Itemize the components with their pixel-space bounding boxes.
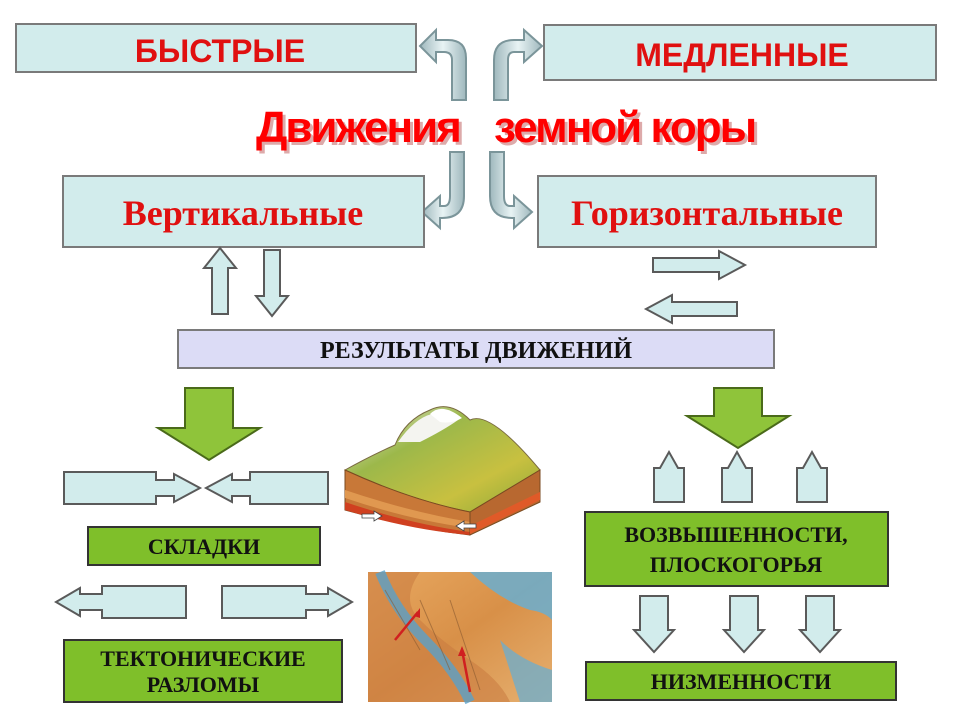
vertical-movement-arrows (201, 246, 291, 318)
folds-label: СКЛАДКИ (148, 534, 260, 559)
lowlands-label: НИЗМЕННОСТИ (651, 669, 832, 694)
arrow-to-slow (493, 27, 544, 101)
horizontal-movement-arrows (643, 249, 748, 325)
faults-label-line1: ТЕКТОНИЧЕСКИЕ (100, 646, 305, 671)
converge-left-arrow (203, 471, 329, 505)
uplands-up-arrows (653, 449, 828, 503)
faults-box: ТЕКТОНИЧЕСКИЕ РАЗЛОМЫ (63, 639, 343, 703)
up-arrow-3 (796, 449, 828, 503)
left-arrow (643, 293, 738, 325)
faults-diverging-arrows (54, 585, 354, 619)
right-arrow (652, 249, 748, 281)
slow-movements-box: МЕДЛЕННЫЕ (543, 24, 937, 81)
green-arrow-left (154, 387, 264, 462)
lowlands-box: НИЗМЕННОСТИ (585, 661, 897, 701)
title-word2-shadow: земной коры (497, 106, 758, 155)
up-arrow-1 (653, 449, 685, 503)
down-arrow-3 (797, 595, 843, 654)
up-arrow-2 (721, 449, 753, 503)
fast-movements-label: БЫСТРЫЕ (135, 33, 305, 69)
down-arrow-2 (721, 595, 767, 654)
diverge-left-arrow (54, 585, 187, 619)
horizontal-label: Горизонтальные (571, 193, 843, 233)
vertical-box: Вертикальные (62, 175, 425, 248)
results-label: РЕЗУЛЬТАТЫ ДВИЖЕНИЙ (320, 338, 632, 364)
results-box: РЕЗУЛЬТАТЫ ДВИЖЕНИЙ (177, 329, 775, 369)
title-word1: Движения (256, 103, 460, 152)
arrow-to-fast (418, 27, 467, 101)
terrain-block-image (343, 406, 541, 536)
horizontal-box: Горизонтальные (537, 175, 877, 248)
arrow-to-vertical (420, 151, 465, 231)
arrow-to-horizontal (489, 151, 534, 231)
title-word1-shadow: Движения (259, 106, 463, 155)
folds-converging-arrows (63, 471, 329, 505)
vertical-label: Вертикальные (123, 193, 364, 233)
lowlands-down-arrows (631, 595, 843, 654)
fault-map-image (368, 570, 552, 705)
uplands-label-line1: ВОЗВЫШЕННОСТИ, (624, 522, 847, 547)
uplands-label-line2: ПЛОСКОГОРЬЯ (650, 552, 823, 577)
page-title: Движения Движения земной коры земной кор… (256, 103, 760, 155)
folds-box: СКЛАДКИ (87, 526, 321, 566)
faults-label-line2: РАЗЛОМЫ (147, 672, 260, 697)
up-arrow (201, 246, 239, 315)
green-arrow-right (683, 387, 793, 450)
slow-movements-label: МЕДЛЕННЫЕ (635, 37, 848, 73)
title-word2: земной коры (494, 103, 755, 152)
down-arrow (253, 249, 291, 318)
uplands-box: ВОЗВЫШЕННОСТИ, ПЛОСКОГОРЬЯ (584, 511, 889, 587)
fast-movements-box: БЫСТРЫЕ (15, 23, 417, 73)
converge-right-arrow (63, 471, 203, 505)
tube-arrows (418, 27, 544, 231)
diverge-right-arrow (221, 585, 354, 619)
green-down-arrows (154, 387, 793, 462)
down-arrow-1 (631, 595, 677, 654)
